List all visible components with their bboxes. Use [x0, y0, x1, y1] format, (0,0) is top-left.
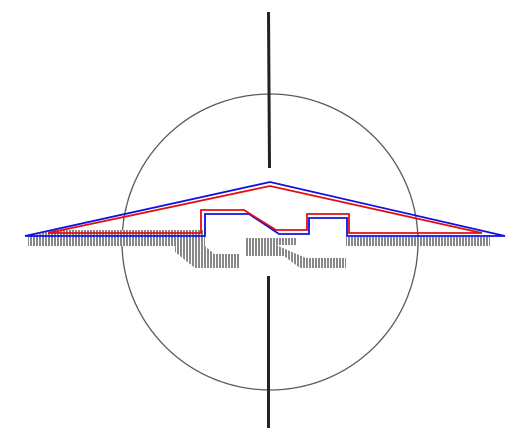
red-outline: [47, 185, 483, 234]
vertical-axis-upper: [267, 12, 271, 168]
vertical-axis-lower: [267, 276, 270, 428]
blue-outline: [24, 181, 506, 237]
hatched-step-right: [246, 238, 346, 268]
hatched-base-left: [28, 230, 205, 246]
hatched-base-right: [346, 237, 490, 246]
hatched-step-left: [175, 238, 240, 268]
